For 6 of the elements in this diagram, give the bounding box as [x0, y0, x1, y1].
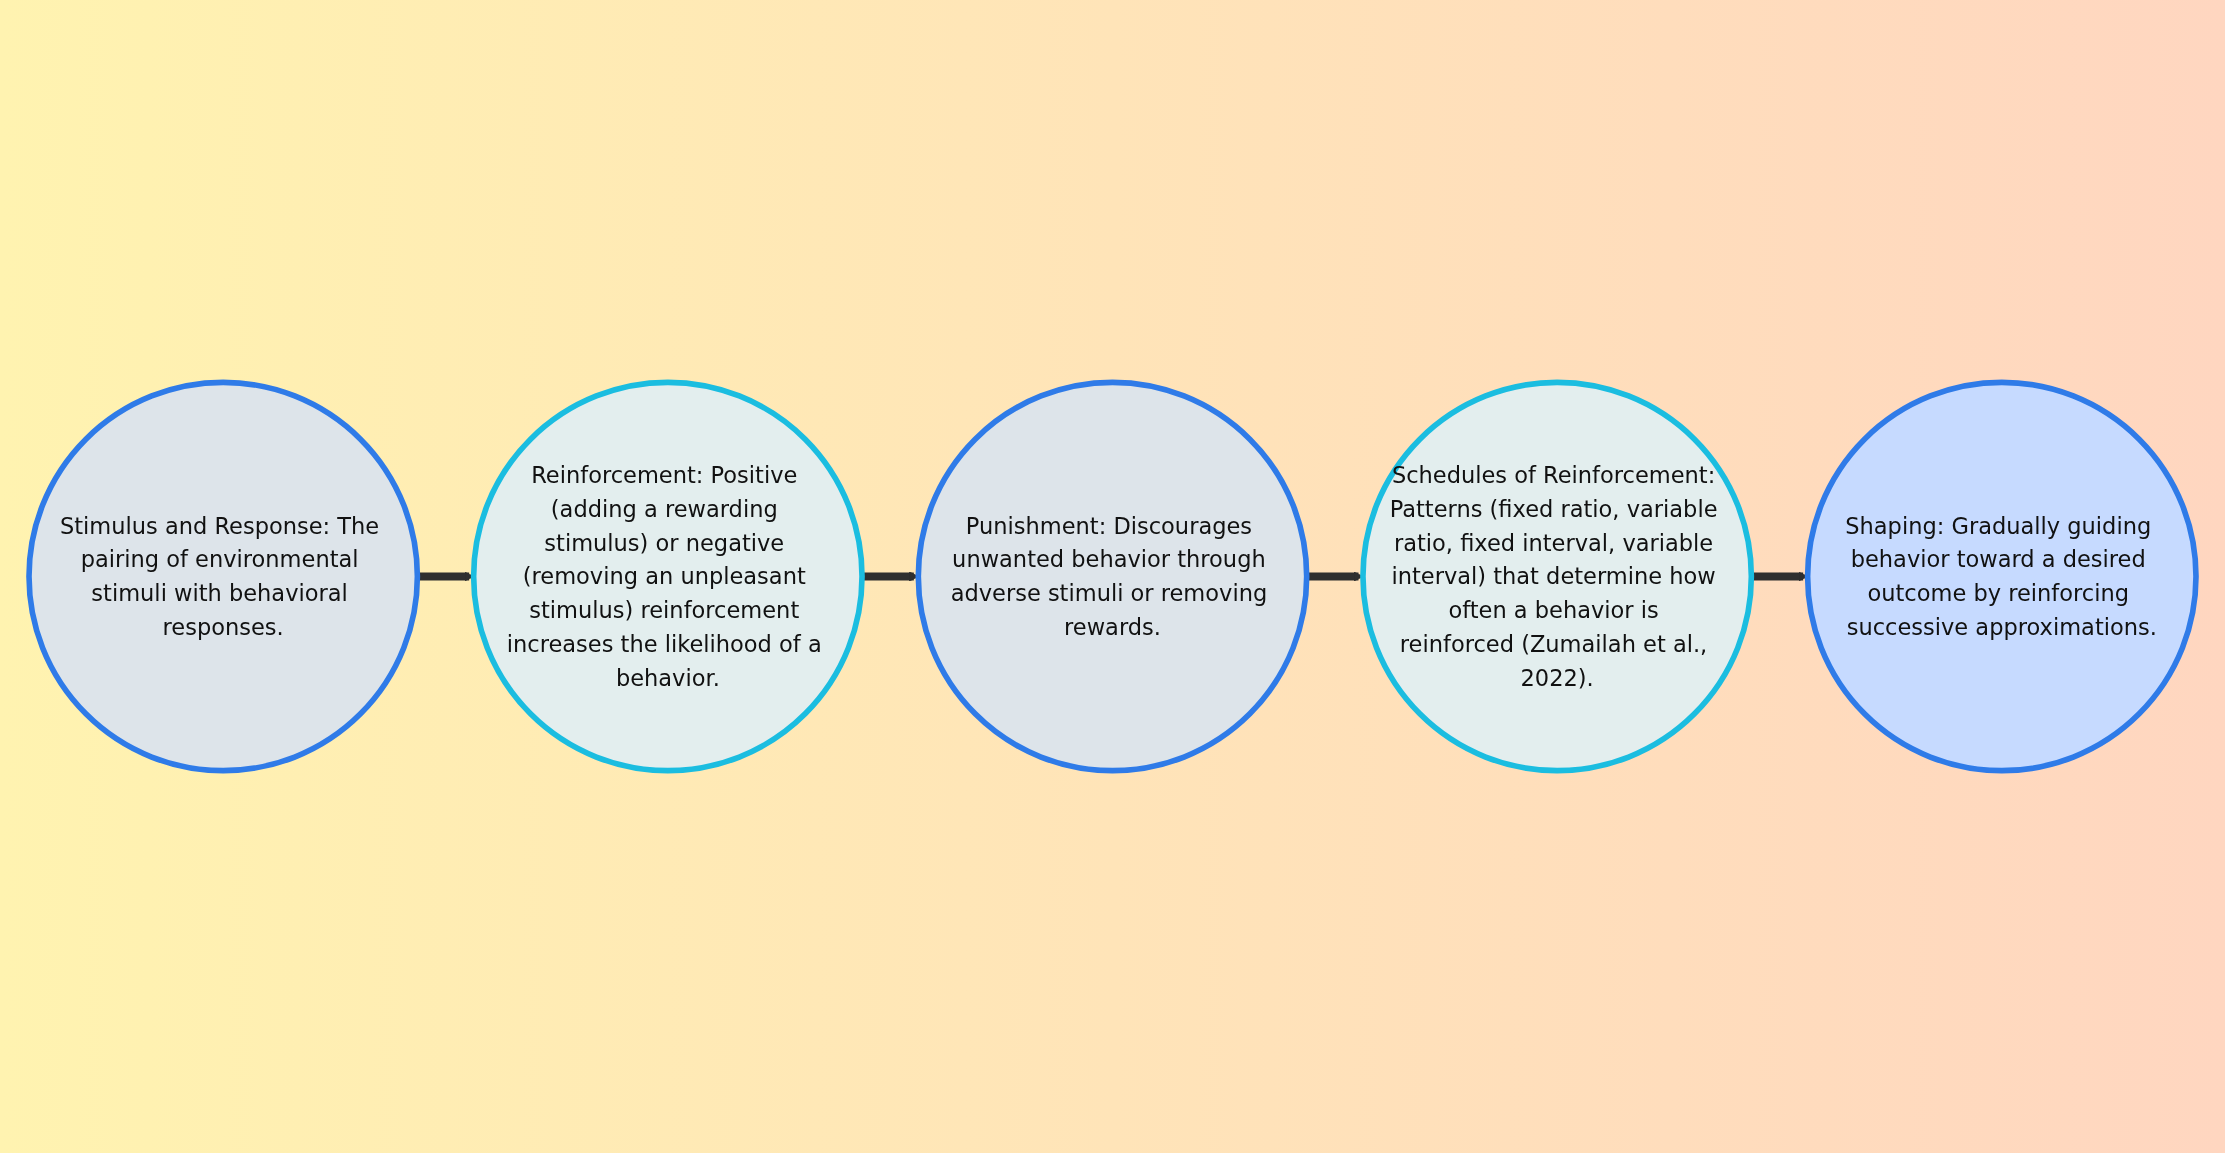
node-circle: Stimulus and Response: The pairing of environmental stimuli with behavioral responses. [26, 379, 421, 774]
node-circle: Reinforcement: Positive (adding a rewarding stimulus) or negative (removing an unpleasant stimulus) reinforcement increases the likelihood of a behavior. [470, 379, 865, 774]
node-circle: Shaping: Gradually guiding behavior toward a desired outcome by reinforcing successive approximations. [1804, 379, 2199, 774]
node-circle: Punishment: Discourages unwanted behavior through adverse stimuli or removing rewards. [915, 379, 1310, 774]
arrow [862, 571, 919, 582]
node-circle: Schedules of Reinforcement: Patterns (fixed ratio, variable ratio, fixed interval, variable interval) that determine how often a behavior is reinforced (Zumailah et al., 2022). [1360, 379, 1755, 774]
